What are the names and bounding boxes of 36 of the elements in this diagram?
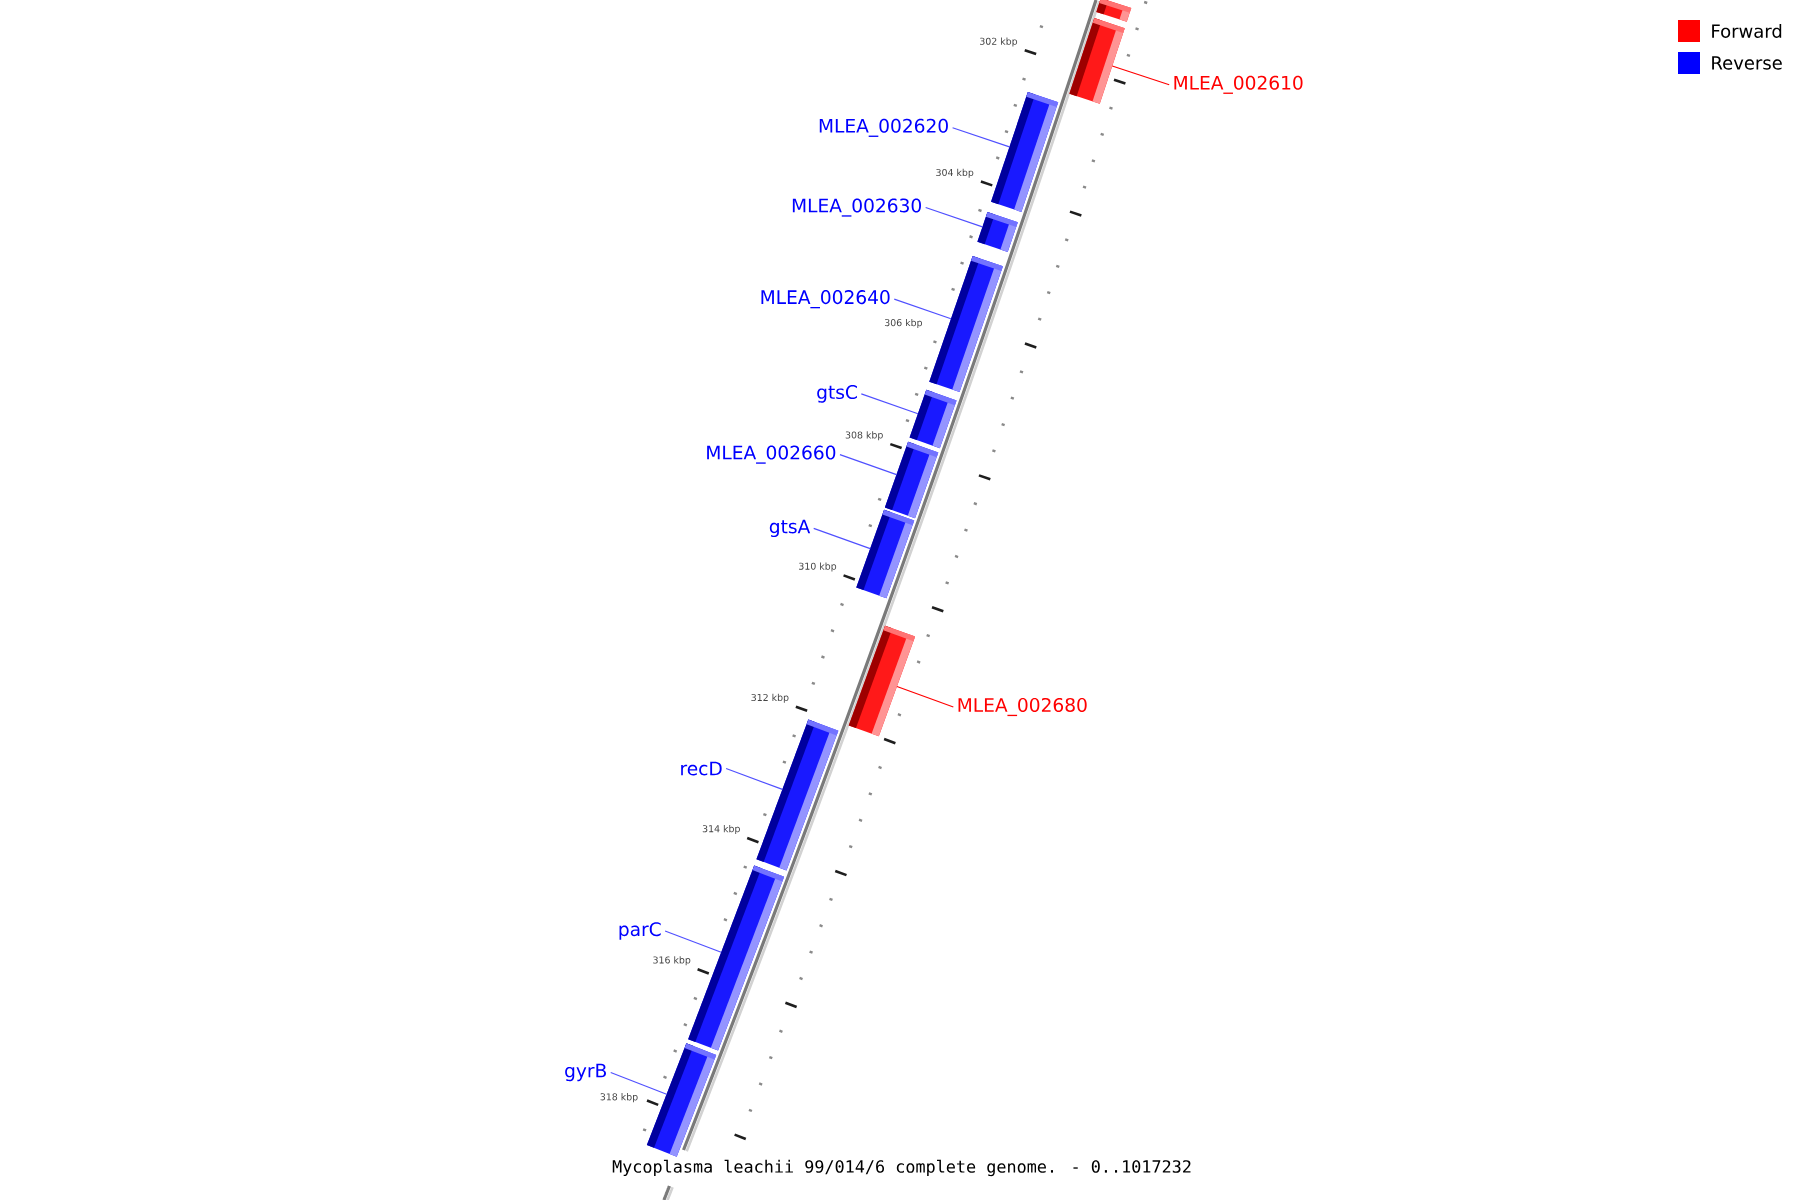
gene-label: parC <box>619 922 661 940</box>
gene-label: MLEA_002680 <box>958 697 1087 717</box>
leader-line <box>813 527 871 550</box>
gene-label: recD <box>681 761 722 776</box>
legend-label: Forward <box>1712 24 1782 38</box>
gene-bar <box>909 389 957 449</box>
legend-label: Reverse <box>1712 56 1782 70</box>
gene-label: gyrB <box>565 1063 606 1082</box>
gene-bar <box>756 719 839 871</box>
gene-bar <box>977 212 1018 252</box>
leader-line <box>839 454 898 476</box>
gene-bar <box>856 509 915 599</box>
gene-bar <box>991 92 1059 212</box>
gene-bar <box>688 865 785 1051</box>
leader-line <box>860 393 919 415</box>
leader-line <box>951 127 1011 148</box>
gene-label: MLEA_002630 <box>792 198 921 217</box>
gene-bar <box>884 441 939 519</box>
leader-line <box>664 930 722 953</box>
gene-bar <box>646 1043 717 1157</box>
leader-line <box>925 206 984 228</box>
gene-label: MLEA_002640 <box>761 290 890 309</box>
gene-bar <box>929 255 1003 393</box>
gene-label: gtsC <box>817 385 857 403</box>
leader-line <box>610 1071 668 1095</box>
gene-bar <box>848 625 916 737</box>
leader-line <box>1111 65 1170 86</box>
gene-label: MLEA_002660 <box>707 445 836 464</box>
leader-line <box>725 767 783 790</box>
leader-line <box>893 298 952 320</box>
leader-line <box>896 685 954 708</box>
caption: Mycoplasma leachii 99/014/6 complete genome. - 0..1017232 <box>610 1157 1194 1179</box>
gene-label: MLEA_002610 <box>1174 75 1303 94</box>
gene-label: gtsA <box>769 519 811 538</box>
gene-label: MLEA_002620 <box>819 118 948 137</box>
gene-bar <box>1096 0 1132 22</box>
